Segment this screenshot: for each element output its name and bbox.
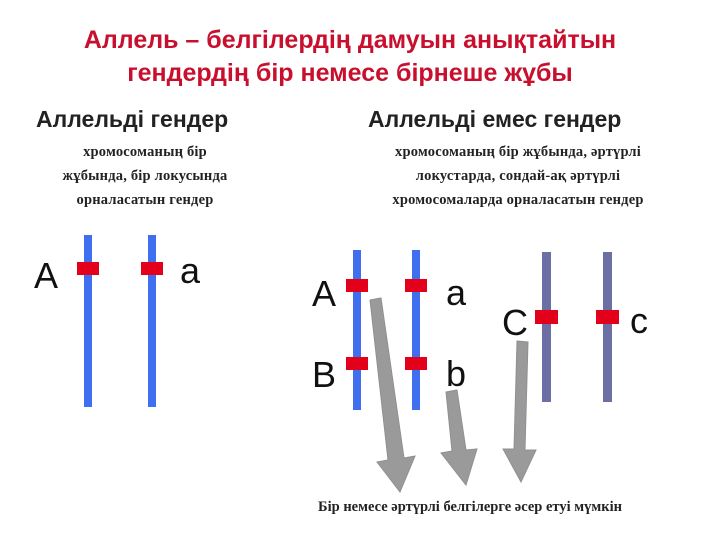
chromosome-right-3 — [542, 252, 551, 402]
chromosome-right-4 — [603, 252, 612, 402]
locus-marker — [596, 310, 619, 324]
non-allelic-desc-line: локустарда, сондай-ақ әртүрлі — [415, 168, 621, 184]
locus-marker — [77, 262, 99, 275]
gene-label-B: B — [312, 354, 336, 395]
gene-label-C: C — [502, 302, 528, 343]
non-allelic-genes-heading: Аллельді емес гендер — [368, 106, 622, 132]
chromosome-left-2 — [148, 235, 156, 407]
allelic-genes-description: хромосоманың бір жұбында, бір локусында … — [20, 140, 270, 212]
locus-marker — [405, 357, 427, 370]
gene-label-A: A — [34, 255, 58, 296]
gene-label-a: a — [446, 272, 467, 313]
arrow-down-icon — [369, 297, 416, 493]
locus-marker — [141, 262, 163, 275]
chromosome-right-2 — [412, 250, 420, 410]
locus-marker — [346, 279, 368, 292]
allelic-desc-line: жұбында, бір локусында — [62, 168, 228, 184]
non-allelic-desc-line: хромосоманың бір жұбында, әртүрлі — [395, 144, 641, 160]
locus-marker — [535, 310, 558, 324]
gene-label-A: A — [312, 273, 336, 314]
locus-marker — [405, 279, 427, 292]
locus-marker — [346, 357, 368, 370]
allelic-genes-heading: Аллельді гендер — [36, 106, 229, 132]
arrow-down-icon — [502, 340, 537, 484]
gene-label-a: a — [180, 250, 201, 291]
non-allelic-genes-description: хромосоманың бір жұбында, әртүрлі локуст… — [338, 140, 698, 212]
chromosome-right-1 — [353, 250, 361, 410]
chromosome-left-1 — [84, 235, 92, 407]
arrow-down-icon — [440, 389, 478, 487]
footer-caption: Бір немесе әртүрлі белгілерге әсер етуі … — [318, 499, 622, 515]
title-line-2: гендердің бір немесе бірнеше жұбы — [127, 59, 573, 87]
slide-title: Аллель – белгілердің дамуын анықтайтын г… — [0, 24, 700, 90]
non-allelic-desc-line: хромосомаларда орналасатын гендер — [392, 192, 644, 208]
gene-label-b: b — [446, 353, 466, 394]
allelic-desc-line: хромосоманың бір — [83, 144, 207, 160]
allelic-desc-line: орналасатын гендер — [76, 192, 214, 208]
gene-label-c: c — [630, 300, 648, 341]
title-line-1: Аллель – белгілердің дамуын анықтайтын — [83, 26, 617, 54]
